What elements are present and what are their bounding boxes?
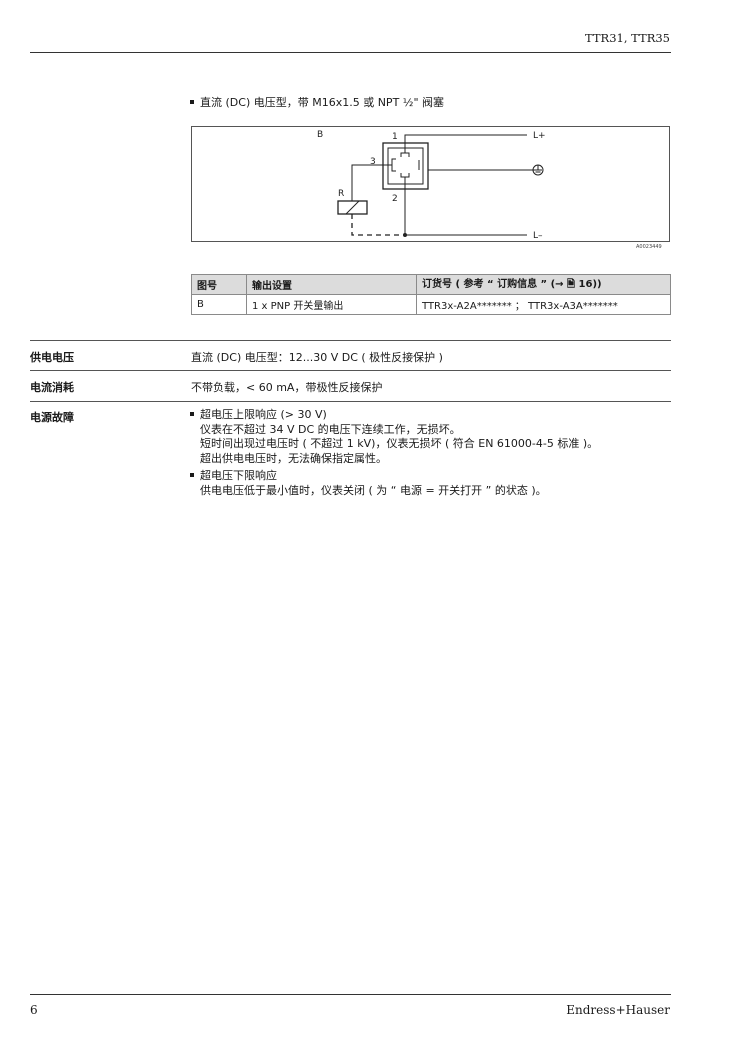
footer-brand: Endress+Hauser bbox=[566, 1003, 670, 1017]
table-cell: B bbox=[191, 294, 247, 315]
bullet-title: 超电压上限响应 (> 30 V) bbox=[200, 408, 327, 421]
bullet-line: 供电电压低于最小值时，仪表关闭 ( 为 “ 电源 = 开关打开 ” 的状态 )。 bbox=[200, 483, 547, 497]
section-rule bbox=[30, 370, 671, 371]
relay-return-dashed bbox=[351, 214, 403, 236]
section-rule bbox=[30, 401, 671, 402]
table-header-cell: 图号 bbox=[191, 274, 247, 295]
header-rule bbox=[30, 52, 671, 53]
intro-bullet: 直流 (DC) 电压型，带 M16x1.5 或 NPT ½" 阀塞 bbox=[190, 94, 444, 110]
bullet-square-icon bbox=[190, 412, 194, 416]
wire-lminus bbox=[404, 177, 527, 236]
wire-lplus bbox=[404, 134, 527, 153]
bullet-line: 超出供电电压时，无法确保指定属性。 bbox=[200, 451, 387, 465]
diagram-label-lminus: L– bbox=[533, 231, 543, 241]
bullet-line: 短时间出现过电压时 ( 不超过 1 kV)，仪表无损坏 ( 符合 EN 6100… bbox=[200, 437, 599, 450]
table-header-row: 图号 输出设置 订货号 ( 参考 “ 订购信息 ” (→ 🗎 16)) bbox=[191, 274, 671, 295]
relay-diagonal bbox=[345, 200, 360, 215]
pin3-bracket bbox=[391, 158, 396, 172]
junction-dot bbox=[403, 233, 407, 237]
bullet-title: 超电压下限响应 bbox=[200, 469, 277, 482]
intro-bullet-text: 直流 (DC) 电压型，带 M16x1.5 或 NPT ½" 阀塞 bbox=[200, 96, 445, 109]
wiring-diagram-svg: B 1 2 3 R L+ L– bbox=[317, 130, 546, 241]
diagram-label-r: R bbox=[338, 189, 344, 199]
output-settings-table: 图号 输出设置 订货号 ( 参考 “ 订购信息 ” (→ 🗎 16)) B 1 … bbox=[191, 274, 671, 315]
diagram-label-lplus: L+ bbox=[533, 131, 546, 141]
section-rule bbox=[30, 340, 671, 341]
figure-code: A0023449 bbox=[636, 244, 662, 250]
table-header-cell: 输出设置 bbox=[246, 274, 417, 295]
power-failure-bullet-overvoltage: 超电压上限响应 (> 30 V) 仪表在不超过 34 V DC 的电压下连续工作… bbox=[190, 408, 598, 466]
table-cell: TTR3x-A2A******* ； TTR3x-A3A******* bbox=[416, 294, 671, 315]
page-number: 6 bbox=[30, 1003, 38, 1017]
power-failure-bullet-undervoltage: 超电压下限响应 供电电压低于最小值时，仪表关闭 ( 为 “ 电源 = 开关打开 … bbox=[190, 469, 547, 498]
diagram-pin1-label: 1 bbox=[392, 132, 398, 142]
section-label-power-failure: 电源故障 bbox=[30, 411, 74, 424]
table-header-cell: 订货号 ( 参考 “ 订购信息 ” (→ 🗎 16)) bbox=[416, 274, 671, 295]
wire-pin3-relay bbox=[351, 164, 392, 201]
bullet-square-icon bbox=[190, 100, 194, 104]
document-header-title: TTR31, TTR35 bbox=[584, 31, 670, 45]
bullet-square-icon bbox=[190, 473, 194, 477]
section-label-supply-voltage: 供电电压 bbox=[30, 351, 74, 364]
section-value-current-consumption: 不带负载，< 60 mA，带极性反接保护 bbox=[191, 381, 383, 394]
table-cell: 1 x PNP 开关量输出 bbox=[246, 294, 417, 315]
bullet-line: 仪表在不超过 34 V DC 的电压下连续工作，无损坏。 bbox=[200, 422, 461, 436]
pin1-bracket bbox=[400, 152, 410, 157]
section-label-current-consumption: 电流消耗 bbox=[30, 381, 74, 394]
wiring-diagram: B 1 2 3 R L+ L– bbox=[191, 126, 670, 242]
diagram-pin3-label: 3 bbox=[370, 157, 376, 167]
footer-rule bbox=[30, 994, 671, 995]
section-value-supply-voltage: 直流 (DC) 电压型：12...30 V DC ( 极性反接保护 ) bbox=[191, 351, 443, 364]
diagram-pin2-label: 2 bbox=[392, 194, 398, 204]
diagram-label-b: B bbox=[317, 130, 323, 140]
table-row: B 1 x PNP 开关量输出 TTR3x-A2A******* ； TTR3x… bbox=[191, 294, 671, 315]
pin2-bracket bbox=[400, 173, 410, 178]
